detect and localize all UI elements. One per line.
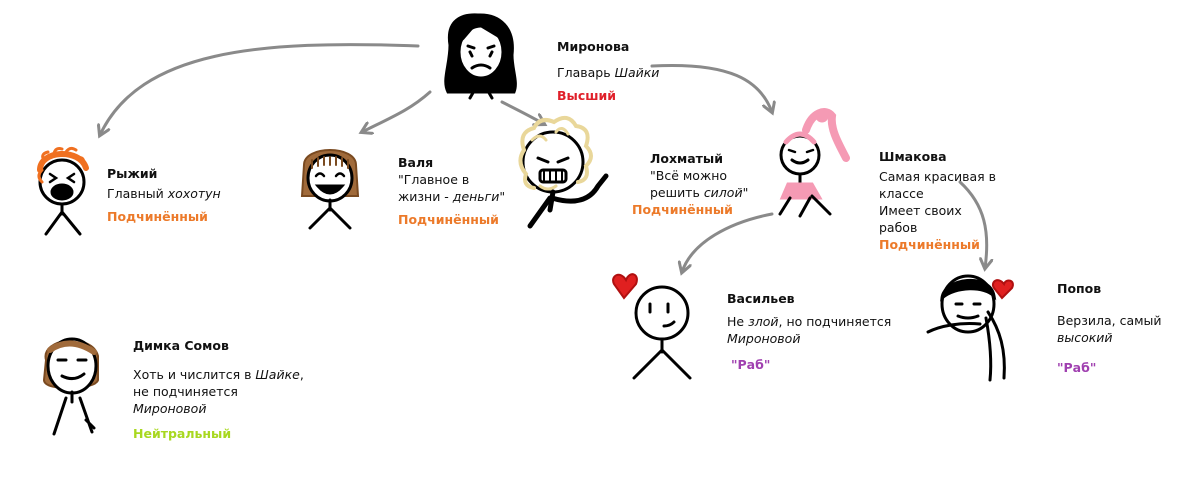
character-description: Главарь Шайки — [557, 65, 660, 80]
arrow-shmakova-to-vasiliev — [682, 212, 774, 272]
popov-figure — [926, 274, 1014, 382]
ryzhiy-figure — [37, 146, 89, 236]
arrow-mironova-to-ryzhiy — [100, 43, 420, 135]
character-name: Миронова — [557, 39, 630, 54]
hierarchy-arrows — [100, 43, 987, 272]
label-mironova: Миронова Главарь Шайки Высший — [557, 38, 659, 104]
character-name: Попов — [1057, 281, 1102, 296]
mironova-figure — [444, 13, 517, 100]
character-name: Димка Сомов — [133, 338, 229, 353]
character-name: Лохматый — [650, 151, 723, 166]
rank-badge: Подчинённый — [879, 237, 980, 252]
character-name: Шмакова — [879, 149, 947, 164]
rank-badge: Подчинённый — [632, 202, 733, 217]
valya-figure — [300, 149, 360, 230]
rank-badge: Нейтральный — [133, 426, 232, 441]
somov-figure — [42, 337, 99, 436]
arrow-shmakova-to-popov — [958, 180, 987, 268]
rank-badge: "Раб" — [731, 357, 771, 372]
label-somov: Димка Сомов Хоть и числится в Шайке,не п… — [133, 337, 304, 442]
arrow-mironova-to-shmakova — [650, 63, 772, 112]
rank-badge: Подчинённый — [398, 212, 499, 227]
rank-badge: Подчинённый — [107, 209, 208, 224]
character-description: Главный хохотун — [107, 186, 221, 201]
shmakova-figure — [778, 108, 850, 218]
character-name: Рыжий — [107, 166, 158, 181]
rank-badge: "Раб" — [1057, 360, 1097, 375]
rank-badge: Высший — [557, 88, 617, 103]
heart-icon — [992, 279, 1014, 300]
character-name: Васильев — [727, 291, 795, 306]
vasiliev-figure — [612, 273, 692, 380]
heart-icon — [612, 273, 638, 300]
character-name: Валя — [398, 155, 434, 170]
lokhmaty-figure — [518, 115, 609, 229]
arrow-mironova-to-valya — [362, 90, 432, 132]
label-ryzhiy: Рыжий Главный хохотун Подчинённый — [107, 165, 221, 225]
